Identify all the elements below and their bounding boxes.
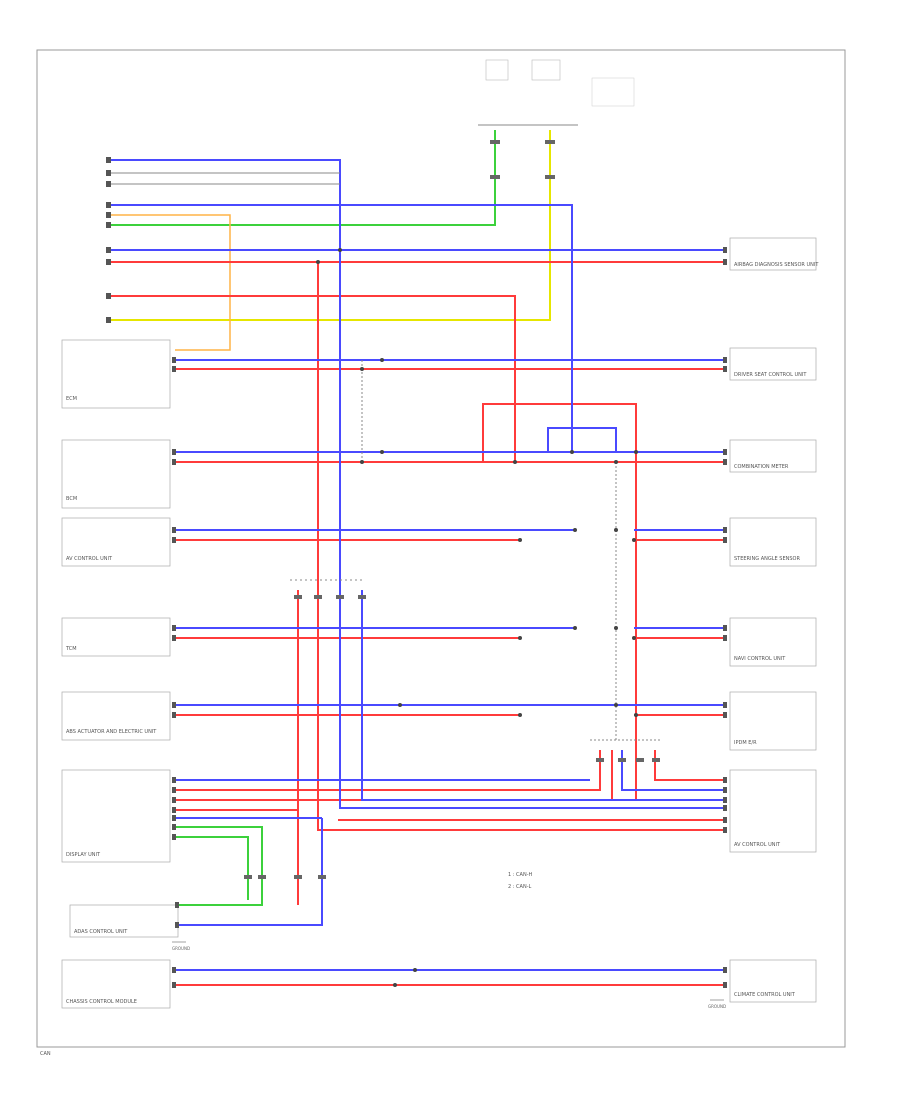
inline-connectors [244,140,660,879]
yellow-wires [110,130,551,321]
label-combination-meter: COMBINATION METER [734,464,789,470]
label-nav: NAVI CONTROL UNIT [734,656,786,662]
box-steering-angle [729,517,817,567]
label-chassis: CHASSIS CONTROL MODULE [66,999,137,1005]
box-ecm [61,339,171,409]
box-airbag-right [729,237,817,271]
box-display [61,769,171,863]
box-hvac [729,959,817,1003]
label-bcm: BCM [66,496,77,502]
box-driver-seat [729,347,817,381]
top-splice-area [478,59,635,126]
box-abs [61,691,171,741]
ground-label-left: GROUND [172,946,190,951]
label-driver-seat: DRIVER SEAT CONTROL UNIT [734,372,807,378]
top-splice-connector-2 [531,59,561,81]
label-abs: ABS ACTUATOR AND ELECTRIC UNIT [66,729,157,735]
label-hvac: CLIMATE CONTROL UNIT [734,992,796,998]
ground-label-right: GROUND [708,1004,726,1009]
box-combination-meter [729,439,817,473]
label-tcm: TCM [65,646,77,652]
box-tcm [61,617,171,657]
label-av-left: AV CONTROL UNIT [66,556,113,562]
legend: 1 : CAN-H 2 : CAN-L [508,872,533,890]
orange-wires [110,214,231,351]
label-steering-angle: STEERING ANGLE SENSOR [734,556,800,562]
blue-wires [110,159,725,971]
box-adas [69,904,179,938]
component-boxes [61,237,817,1009]
box-nav [729,617,817,667]
box-av-right [729,769,817,853]
top-splice-connector-1 [485,59,509,81]
box-ipdm [729,691,817,751]
legend-item-2: 2 : CAN-L [508,884,532,890]
box-bcm [61,439,171,509]
legend-item-1: 1 : CAN-H [508,872,533,878]
label-av-right: AV CONTROL UNIT [734,842,781,848]
connector-terminals [106,157,727,988]
label-ipdm: IPDM E/R [734,740,757,746]
label-ecm: ECM [66,396,77,402]
label-adas: ADAS CONTROL UNIT [74,929,128,935]
red-wires [110,261,725,986]
gray-wires [110,172,660,741]
ground-symbols [172,941,724,1001]
diagram-frame [36,49,846,1048]
label-display: DISPLAY UNIT [66,852,101,858]
green-wires [110,130,496,906]
box-chassis [61,959,171,1009]
box-av-left [61,517,171,567]
top-splice-connector-3 [591,77,635,107]
splice-points [316,248,638,987]
page-footer: CAN [40,1051,51,1057]
label-airbag: AIRBAG DIAGNOSIS SENSOR UNIT [734,262,819,268]
